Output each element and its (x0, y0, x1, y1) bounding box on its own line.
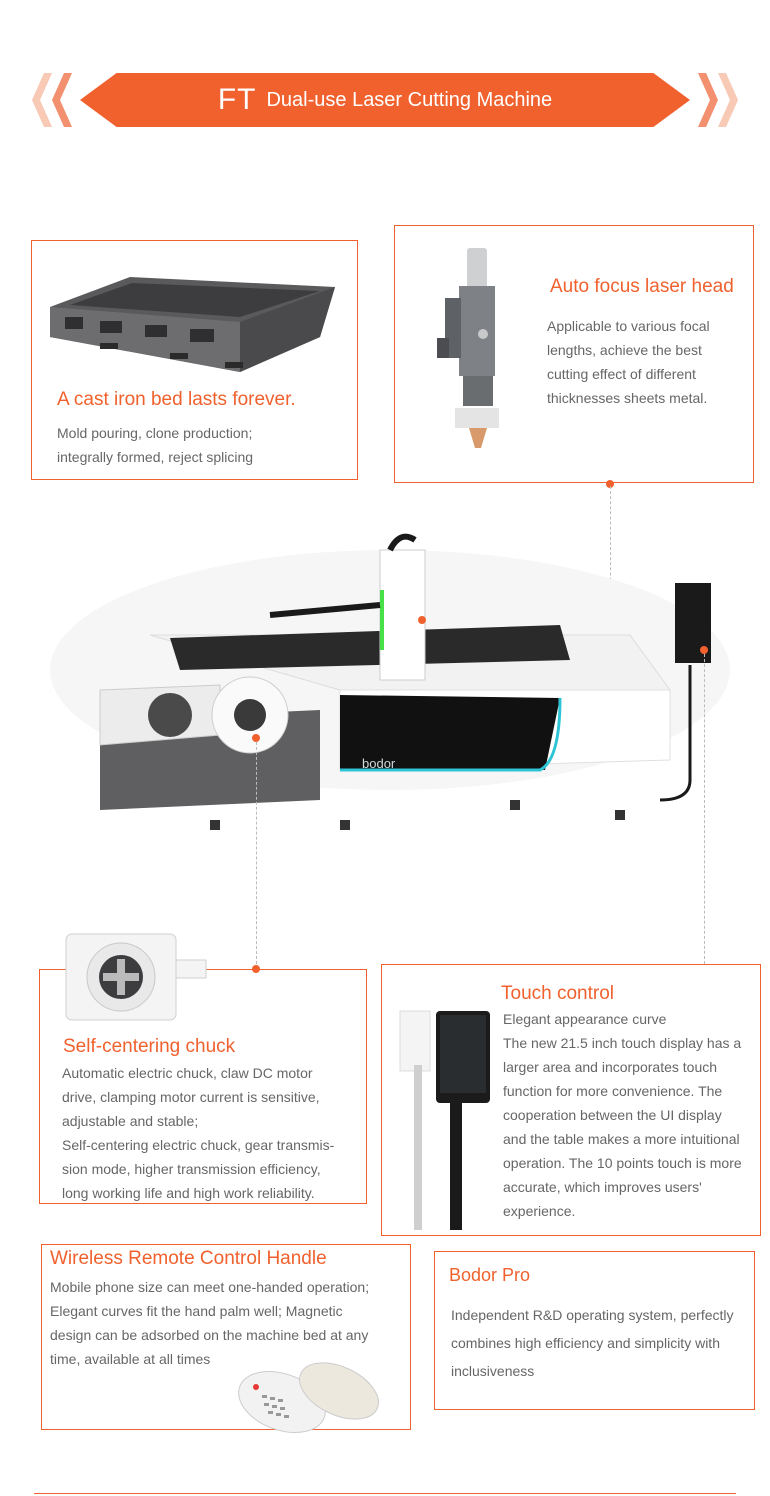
pro-desc: Independent R&D operating system, perfec… (451, 1301, 734, 1385)
pro-desc-line: Independent R&D operating system, perfec… (451, 1307, 734, 1323)
head-desc-line: cutting effect of different (547, 366, 696, 382)
touch-card: Touch control Elegant appearance curve T… (381, 964, 761, 1236)
touch-desc-line: and the table makes a more intuitional (503, 1131, 740, 1147)
banner-title: FT Dual-use Laser Cutting Machine (50, 73, 720, 127)
laser-machine-image: bodor (50, 533, 730, 830)
pro-card: Bodor Pro Independent R&D operating syst… (434, 1251, 755, 1410)
touch-desc-line: function for more convenience. The (503, 1083, 723, 1099)
remote-desc-line: time, available at all times (50, 1351, 211, 1367)
gantry-dot (418, 616, 426, 624)
machine-brand: bodor (362, 756, 396, 771)
banner-ft: FT (217, 83, 257, 116)
screen-connector-line (704, 654, 705, 964)
head-title: Auto focus laser head (550, 276, 734, 297)
chuck-image (65, 933, 207, 1021)
touch-title: Touch control (501, 983, 615, 1004)
touch-desc: Elegant appearance curve The new 21.5 in… (503, 1007, 742, 1223)
remote-desc-line: Elegant curves fit the hand palm well; M… (50, 1303, 343, 1319)
pro-title: Bodor Pro (449, 1265, 531, 1285)
cast-iron-bed-image (50, 277, 335, 372)
touch-desc-line: The new 21.5 inch touch display has a (503, 1035, 742, 1051)
chuck-desc-line: Automatic electric chuck, claw DC motor (62, 1065, 313, 1081)
head-connector-line (610, 486, 611, 606)
chuck-title: Self-centering chuck (63, 1036, 236, 1057)
head-desc-line: lengths, achieve the best (547, 342, 702, 358)
chuck-desc-line: Self-centering electric chuck, gear tran… (62, 1137, 335, 1153)
remote-desc: Mobile phone size can meet one-handed op… (50, 1275, 369, 1371)
chevron-left-icon (52, 73, 72, 127)
touch-desc-line: experience. (503, 1203, 576, 1219)
banner-bar (80, 73, 690, 127)
banner-subtitle: Dual-use Laser Cutting Machine (266, 88, 553, 111)
remote-desc-line: Mobile phone size can meet one-handed op… (50, 1279, 370, 1295)
bed-card: A cast iron bed lasts forever. Mold pour… (31, 240, 358, 480)
chuck-desc-line: long working life and high work reliabil… (62, 1185, 315, 1201)
touch-desc-line: Elegant appearance curve (503, 1011, 667, 1027)
head-desc-line: Applicable to various focal (547, 318, 710, 334)
head-connector-dot (606, 480, 614, 488)
laser-head-image (437, 248, 499, 448)
touch-desc-line: operation. The 10 points touch is more (503, 1155, 742, 1171)
chuck-dot (252, 734, 260, 742)
chuck-card-dot (252, 965, 260, 973)
remote-card: Wireless Remote Control Handle Mobile ph… (41, 1244, 411, 1433)
remote-handle-image (238, 1362, 379, 1433)
remote-desc-line: design can be adsorbed on the machine be… (50, 1327, 369, 1343)
remote-title: Wireless Remote Control Handle (50, 1248, 327, 1269)
title-banner: FT Dual-use Laser Cutting Machine (32, 73, 738, 127)
head-desc: Applicable to various focal lengths, ach… (547, 314, 710, 410)
footer-divider (34, 1493, 736, 1494)
chuck-desc-line: drive, clamping motor current is sensiti… (62, 1089, 320, 1105)
bed-desc-line: Mold pouring, clone production; (57, 425, 253, 441)
chuck-desc-line: adjustable and stable; (62, 1113, 199, 1129)
touch-screen-image (399, 1010, 490, 1230)
laser-head-card: Auto focus laser head Applicable to vari… (394, 225, 754, 483)
bed-desc-line: integrally formed, reject splicing (57, 449, 254, 465)
bed-title: A cast iron bed lasts forever. (57, 389, 296, 410)
chevron-right-icon (698, 73, 718, 127)
chuck-desc-line: sion mode, higher transmission efficienc… (62, 1161, 321, 1177)
pro-desc-line: inclusiveness (451, 1363, 535, 1379)
touch-desc-line: accurate, which improves users' (503, 1179, 702, 1195)
touch-desc-line: larger area and incorporates touch (503, 1059, 718, 1075)
chuck-desc: Automatic electric chuck, claw DC motor … (62, 1061, 334, 1205)
touch-desc-line: cooperation between the UI display (503, 1107, 722, 1123)
pro-desc-line: combines high efficiency and simplicity … (451, 1335, 720, 1351)
double-chevron-left-icon (32, 73, 52, 127)
screen-dot (700, 646, 708, 654)
double-chevron-right-icon (718, 73, 738, 127)
chuck-connector-line (256, 742, 257, 964)
bed-desc: Mold pouring, clone production; integral… (57, 421, 253, 469)
head-desc-line: thicknesses sheets metal. (547, 390, 708, 406)
